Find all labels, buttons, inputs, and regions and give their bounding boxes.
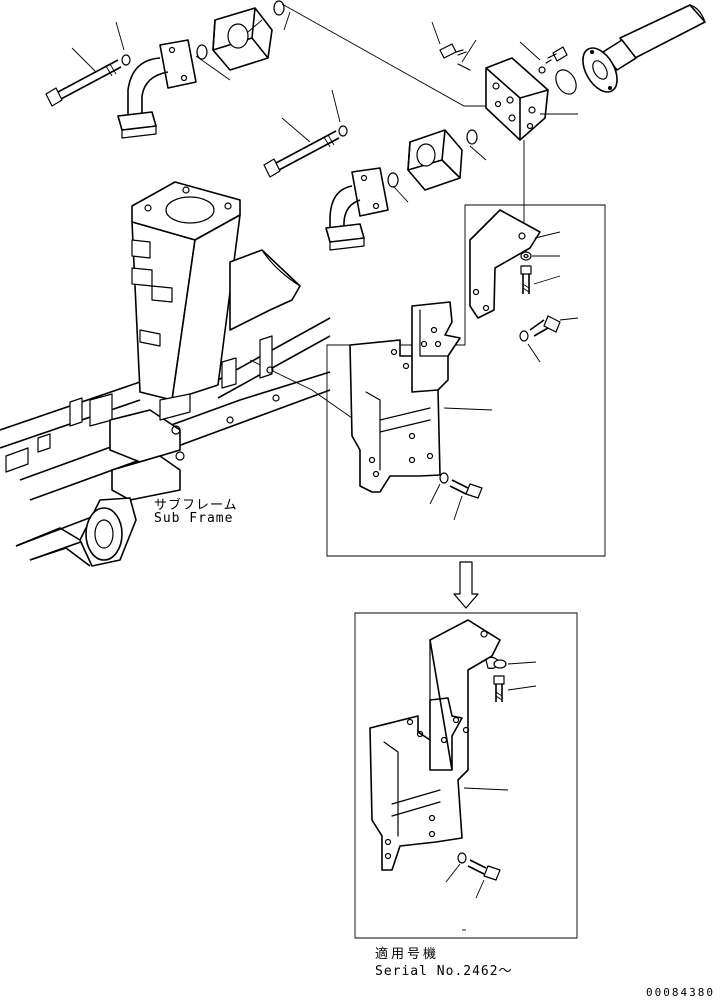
o-ring-top (273, 0, 285, 16)
bracket-assembly-frame-new (354, 612, 578, 939)
dowel-pin (457, 63, 471, 71)
bolt-upper (520, 265, 532, 294)
washer-upper-new (493, 659, 507, 669)
pump-top-left (212, 7, 273, 71)
bolt-on-block (439, 43, 467, 59)
washer-top (121, 54, 131, 66)
bracket-assembly-frame (326, 204, 606, 557)
bolt-upper-new (493, 675, 505, 702)
bolt-side (529, 315, 561, 337)
bolt-lower (449, 479, 483, 499)
pump-middle (407, 129, 463, 191)
bracket-upper (469, 209, 541, 319)
leader-lines-top (71, 3, 578, 419)
sub-frame-label-jp: サブフレーム (154, 498, 238, 513)
pipe-elbow-middle (325, 167, 389, 251)
drawing-code: 00084380 (646, 986, 715, 999)
long-bolt-middle (263, 130, 340, 178)
pipe-elbow-top (117, 39, 197, 139)
bracket-main (349, 301, 461, 493)
leader-lines-middle (429, 231, 579, 521)
washer-lower (439, 472, 449, 484)
snap-ring (555, 69, 577, 95)
bracket-main-new (369, 619, 501, 871)
serial-label-jp: 適用号機 (375, 947, 440, 962)
serial-label-en: Serial No.2462～ (375, 964, 513, 979)
small-washer-top (538, 66, 546, 74)
sub-frame-label-en: Sub Frame (154, 511, 234, 526)
long-bolt-top (45, 59, 122, 107)
drive-shaft (582, 4, 706, 93)
mounting-block (485, 57, 549, 141)
washer-upper (520, 251, 532, 261)
sub-frame (0, 181, 331, 567)
bolt-lower-new (467, 859, 501, 881)
o-ring-left (196, 44, 208, 60)
washer-side (519, 330, 529, 342)
leader-lines-bottom (445, 661, 537, 931)
o-ring-middle (387, 129, 478, 188)
washer-lower-new (457, 852, 467, 864)
washer-middle (338, 125, 348, 137)
arrow-down-icon (453, 561, 479, 609)
bolt-top-right (545, 46, 568, 64)
